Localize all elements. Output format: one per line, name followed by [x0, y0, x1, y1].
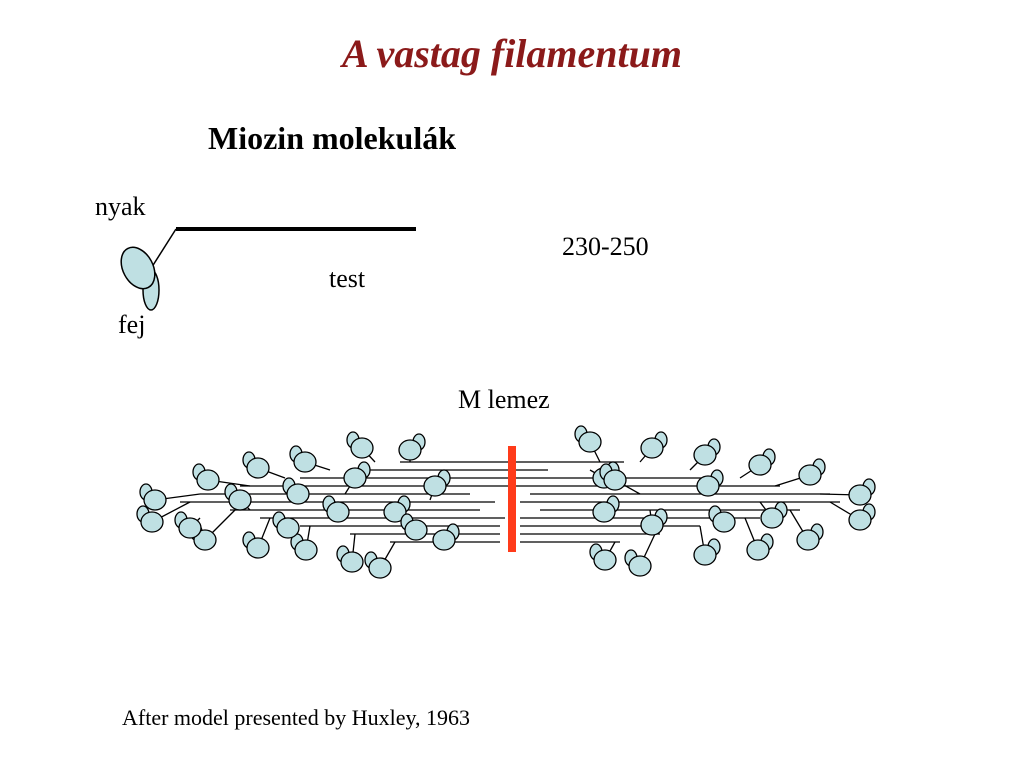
- myosin-head-front: [120, 246, 156, 290]
- myosin-head: [246, 457, 270, 479]
- myosin-head: [848, 509, 872, 531]
- myosin-head: [140, 511, 164, 533]
- myosin-head: [196, 469, 220, 491]
- neck-label: nyak: [95, 192, 146, 221]
- m-line-label: M lemez: [458, 385, 550, 414]
- myosin-head: [640, 437, 664, 459]
- myosin-head: [293, 451, 317, 473]
- myosin-head: [294, 539, 318, 561]
- myosin-head: [746, 539, 770, 561]
- myosin-neck: [149, 228, 177, 271]
- myosin-head: [350, 437, 374, 459]
- length-label: 230-250: [562, 232, 649, 261]
- myosin-head: [592, 501, 616, 523]
- thick-filament-bundle: [136, 425, 876, 579]
- myosin-head: [693, 544, 717, 566]
- myosin-head: [286, 483, 310, 505]
- page-title: A vastag filamentum: [341, 31, 683, 76]
- myosin-head: [276, 517, 300, 539]
- myosin-head: [340, 551, 364, 573]
- myosin-molecule: [120, 227, 416, 311]
- myosin-head: [593, 549, 617, 571]
- myosin-head: [326, 501, 350, 523]
- myosin-head: [178, 517, 202, 539]
- myosin-head: [423, 475, 447, 497]
- myosin-head: [748, 454, 772, 476]
- myosin-head: [193, 529, 217, 551]
- myosin-head: [432, 529, 456, 551]
- myosin-head: [578, 431, 602, 453]
- myosin-head: [640, 514, 664, 536]
- myosin-head: [343, 467, 367, 489]
- myosin-head: [143, 489, 167, 511]
- myosin-head: [760, 507, 784, 529]
- myosin-head: [798, 464, 822, 486]
- myosin-head: [383, 501, 407, 523]
- myosin-head: [368, 557, 392, 579]
- section-subtitle: Miozin molekulák: [208, 120, 457, 156]
- myosin-head: [848, 484, 872, 506]
- myosin-head: [398, 439, 422, 461]
- myosin-head: [796, 529, 820, 551]
- myosin-head: [404, 519, 428, 541]
- myosin-head: [228, 489, 252, 511]
- myosin-head: [696, 475, 720, 497]
- myosin-head: [603, 469, 627, 491]
- figure-caption: After model presented by Huxley, 1963: [122, 705, 471, 730]
- myosin-head: [712, 511, 736, 533]
- myosin-head: [693, 444, 717, 466]
- body-label: test: [329, 264, 366, 293]
- head-label: fej: [118, 310, 146, 339]
- myosin-head: [628, 555, 652, 577]
- myosin-head: [246, 537, 270, 559]
